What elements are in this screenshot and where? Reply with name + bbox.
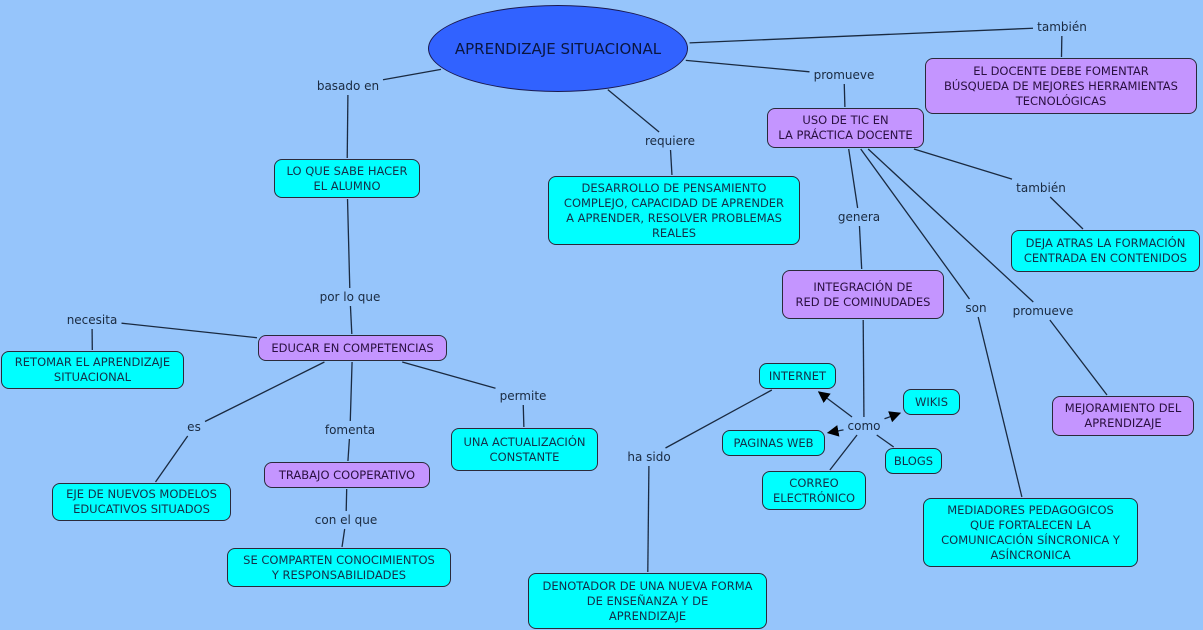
link-label-como[interactable]: como [845, 419, 883, 433]
connector-l_promueve2-to-mejoramiento [1049, 319, 1108, 396]
link-label-genera[interactable]: genera [835, 210, 883, 224]
connector-internet-to-l_hasido [665, 389, 773, 449]
connector-l_fomenta-to-trabajo [347, 438, 351, 462]
concept-wikis[interactable]: WIKIS [903, 389, 960, 415]
connector-uso_tic-to-l_son [860, 148, 971, 300]
connector-l_como-to-blogs [876, 434, 895, 448]
connector-root-to-l_requiere [607, 89, 660, 133]
connector-l_hasido-to-denotador [647, 465, 650, 573]
connector-l_como-to-correo [829, 434, 858, 471]
link-label-tambien[interactable]: también [1014, 181, 1068, 195]
connector-root-to-l_basado [382, 68, 442, 81]
concept-mejoramiento-aprendizaje[interactable]: MEJORAMIENTO DEL APRENDIZAJE [1052, 396, 1194, 436]
concept-educar-en-competencias[interactable]: EDUCAR EN COMPETENCIAS [258, 335, 447, 361]
connector-l_promueve1-to-uso_tic [843, 83, 846, 108]
link-label-son[interactable]: son [963, 301, 989, 315]
connector-l_como-to-paginas [826, 425, 844, 437]
link-label-promueve[interactable]: promueve [1010, 304, 1076, 318]
concept-internet[interactable]: INTERNET [759, 363, 836, 389]
concept-trabajo-cooperativo[interactable]: TRABAJO COOPERATIVO [264, 462, 430, 488]
connector-l_porloque-to-educar [349, 305, 353, 335]
connector-root-to-l_promueve1 [685, 59, 810, 73]
link-label-tambien[interactable]: también [1035, 20, 1089, 34]
link-label-necesita[interactable]: necesita [64, 313, 120, 327]
concept-actualizacion-constante[interactable]: UNA ACTUALIZACIÓN CONSTANTE [451, 428, 598, 471]
link-label-es[interactable]: es [185, 420, 203, 434]
concept-denotador-nueva-forma[interactable]: DENOTADOR DE UNA NUEVA FORMA DE ENSEÑANZ… [528, 573, 767, 629]
connector-l_genera-to-integracion [858, 225, 863, 270]
concept-desarrollo-pensamiento[interactable]: DESARROLLO DE PENSAMIENTO COMPLEJO, CAPA… [548, 176, 800, 245]
concept-deja-atras-formacion[interactable]: DEJA ATRAS LA FORMACIÓN CENTRADA EN CONT… [1011, 230, 1200, 272]
connector-l_basado-to-lo_que_sabe [346, 94, 349, 159]
link-label-ha-sido[interactable]: ha sido [625, 450, 673, 464]
concept-mediadores-pedagogicos[interactable]: MEDIADORES PEDAGOGICOS QUE FORTALECEN LA… [923, 498, 1138, 567]
connector-l_como-to-internet [817, 391, 853, 418]
connector-l_tambien2-to-deja_atras [1049, 196, 1084, 230]
connector-uso_tic-to-l_promueve2 [867, 148, 1034, 303]
root-concept-aprendizaje-situacional[interactable]: APRENDIZAJE SITUACIONAL [428, 5, 688, 92]
concept-blogs[interactable]: BLOGS [885, 448, 942, 474]
link-label-por-lo-que[interactable]: por lo que [317, 290, 383, 304]
connector-l_permite-to-actualizacion [522, 404, 525, 428]
link-label-fomenta[interactable]: fomenta [322, 423, 378, 437]
connector-educar-to-l_permite [402, 361, 496, 389]
link-label-con-el-que[interactable]: con el que [312, 513, 380, 527]
concept-docente-debe-fomentar[interactable]: EL DOCENTE DEBE FOMENTAR BÚSQUEDA DE MEJ… [925, 58, 1197, 114]
link-label-requiere[interactable]: requiere [642, 134, 698, 148]
connector-l_requiere-to-desarrollo [669, 149, 673, 176]
concept-lo-que-sabe-hacer[interactable]: LO QUE SABE HACER EL ALUMNO [274, 159, 420, 198]
concept-integracion-red[interactable]: INTEGRACIÓN DE RED DE COMINUDADES [782, 270, 944, 319]
connector-l_son-to-mediadores [977, 316, 1023, 498]
connector-educar-to-l_es [204, 361, 325, 423]
concept-se-comparten[interactable]: SE COMPARTEN CONOCIMIENTOS Y RESPONSABIL… [227, 548, 451, 587]
connector-educar-to-l_fomenta [349, 361, 353, 422]
connector-educar-to-l_necesita [121, 322, 258, 339]
concept-paginas-web[interactable]: PAGINAS WEB [722, 430, 825, 456]
connector-uso_tic-to-l_tambien2 [913, 148, 1013, 180]
link-label-basado-en[interactable]: basado en [314, 79, 382, 93]
concept-correo-electronico[interactable]: CORREO ELECTRÓNICO [762, 471, 866, 510]
connector-root-to-l_tambien1 [689, 27, 1034, 44]
concept-eje-nuevos-modelos[interactable]: EJE DE NUEVOS MODELOS EDUCATIVOS SITUADO… [52, 483, 231, 521]
link-label-permite[interactable]: permite [497, 389, 549, 403]
connector-uso_tic-to-l_genera [848, 148, 859, 209]
link-label-promueve[interactable]: promueve [811, 68, 877, 82]
connector-lo_que_sabe-to-l_porloque [346, 198, 351, 289]
connector-integracion-to-l_como [862, 319, 865, 418]
connector-l_es-to-eje [154, 435, 189, 483]
concept-uso-de-tic[interactable]: USO DE TIC EN LA PRÁCTICA DOCENTE [767, 108, 924, 148]
connector-l_como-to-wikis [884, 411, 902, 423]
concept-retomar-aprendizaje[interactable]: RETOMAR EL APRENDIZAJE SITUACIONAL [1, 351, 184, 389]
connector-l_conelque-to-comparten [341, 528, 346, 548]
